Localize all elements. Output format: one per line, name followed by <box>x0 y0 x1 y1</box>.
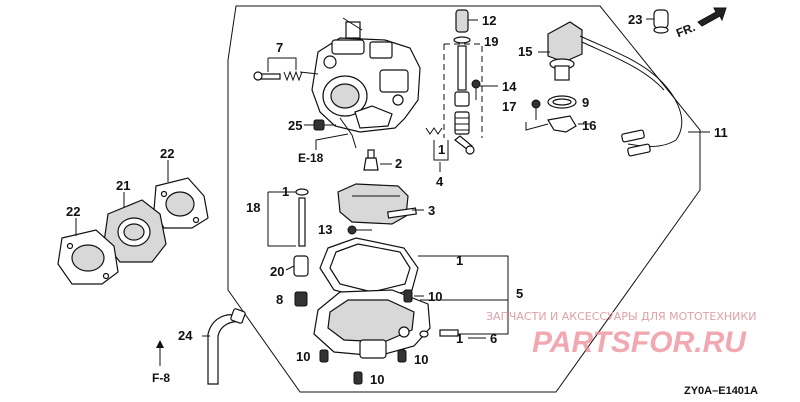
jet-stack <box>453 9 481 135</box>
callout-17: 17 <box>502 99 516 114</box>
callout-23: 23 <box>628 12 642 27</box>
watermark-caption: ЗАПЧАСТИ И АКСЕССУАРЫ ДЛЯ МОТОТЕХНИКИ <box>486 310 756 323</box>
drain-screw-stack <box>293 188 309 307</box>
drain-screw-6 <box>419 329 459 338</box>
diagram-code: ZY0A–E1401A <box>684 385 758 397</box>
callout-12: 12 <box>482 13 496 28</box>
callout-25: 25 <box>288 118 302 133</box>
carburetor-body <box>311 17 421 149</box>
front-arrow-icon <box>697 7 727 27</box>
callout-9: 9 <box>582 95 589 110</box>
callout-24: 24 <box>178 328 193 343</box>
callout-6: 6 <box>490 331 497 346</box>
o-ring-9 <box>547 95 577 109</box>
callout-10b: 10 <box>296 349 310 364</box>
float-3 <box>337 183 417 225</box>
float-chamber <box>313 289 431 359</box>
callout-10a: 10 <box>428 289 442 304</box>
watermark-brand: PARTSFOR.RU <box>532 326 747 359</box>
direction-label: FR. <box>674 20 697 40</box>
callout-15: 15 <box>518 44 532 59</box>
callout-10c: 10 <box>414 352 428 367</box>
callout-1b: 1 <box>282 184 289 199</box>
part-2 <box>363 149 379 171</box>
callout-2: 2 <box>395 156 402 171</box>
callout-7: 7 <box>276 40 283 55</box>
pilot-screw-7 <box>253 57 319 82</box>
float-valve <box>425 127 475 155</box>
bolt-25 <box>304 119 336 131</box>
float-chamber-gasket <box>319 237 419 301</box>
callout-3: 3 <box>428 203 435 218</box>
screw-13 <box>347 225 372 235</box>
callout-20: 20 <box>270 264 284 279</box>
callout-1d: 1 <box>456 331 463 346</box>
insulator-21 <box>103 199 167 263</box>
callout-1a: 1 <box>438 142 445 157</box>
ref-f8: F-8 <box>152 371 170 385</box>
callout-11: 11 <box>714 125 728 140</box>
insulator-22-top <box>153 177 209 229</box>
callout-22a: 22 <box>160 146 174 161</box>
callout-19: 19 <box>484 34 498 49</box>
screw-17 <box>531 99 541 120</box>
drain-tube-24 <box>207 308 246 385</box>
callout-16: 16 <box>582 118 596 133</box>
callout-18: 18 <box>246 200 260 215</box>
callout-22b: 22 <box>66 204 80 219</box>
callout-1c: 1 <box>456 253 463 268</box>
callout-21: 21 <box>116 178 130 193</box>
clamp-16 <box>547 115 577 133</box>
callout-8: 8 <box>276 292 283 307</box>
assembly-frame <box>227 5 701 393</box>
ref-e18: E-18 <box>298 151 324 165</box>
callout-4: 4 <box>436 174 444 189</box>
clip-23 <box>653 9 669 34</box>
connector-11 <box>621 129 651 157</box>
callout-14: 14 <box>502 79 517 94</box>
callout-10d: 10 <box>370 372 384 387</box>
callout-13: 13 <box>318 222 332 237</box>
callout-5: 5 <box>516 286 523 301</box>
solenoid-15 <box>547 21 683 147</box>
bolts-10 <box>319 289 413 385</box>
insulator-22-bottom <box>57 229 119 285</box>
